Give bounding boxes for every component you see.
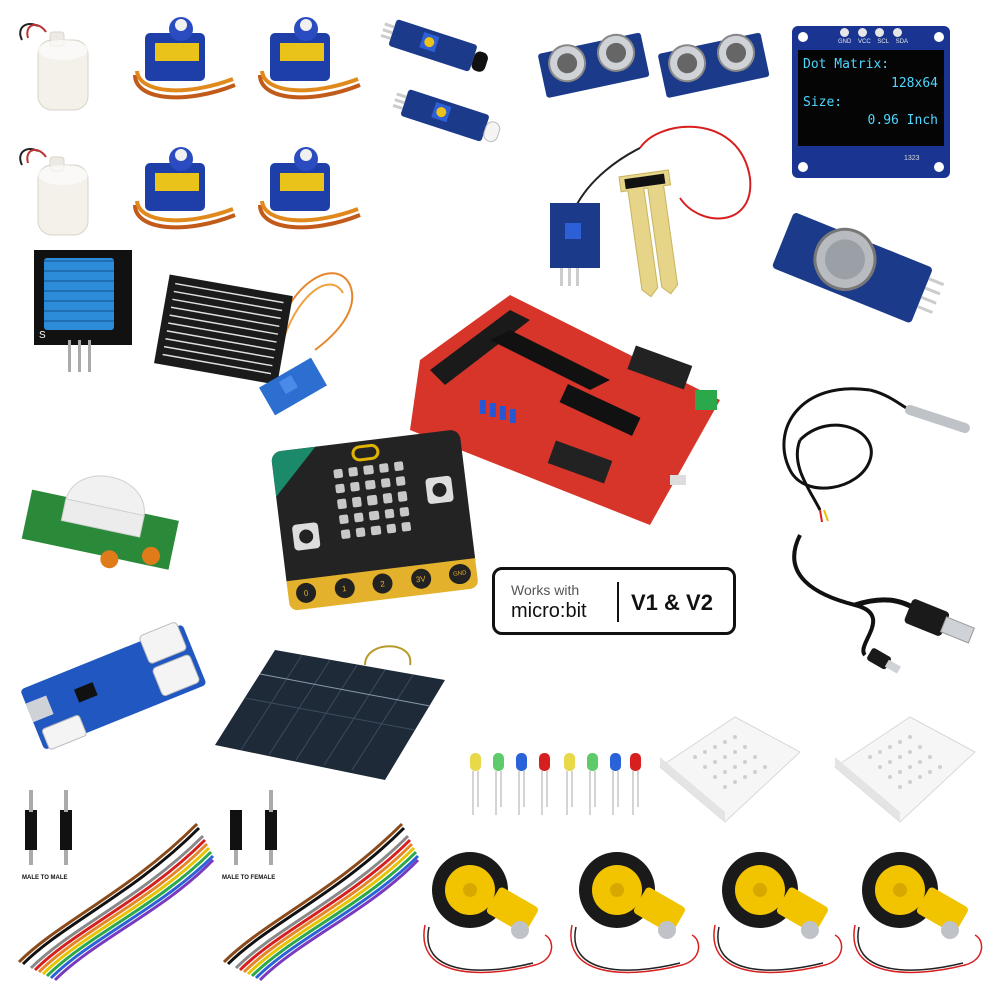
ultrasonic-sensor-2 xyxy=(658,32,770,98)
pin-gnd-label: GND xyxy=(447,562,473,586)
oled-pin-header xyxy=(857,28,867,37)
dht-pin-label: S xyxy=(39,330,46,341)
led xyxy=(385,523,397,534)
led xyxy=(384,508,395,519)
oled-line2-value: 0.96 Inch xyxy=(867,113,938,128)
pin-1-label: 1 xyxy=(333,577,356,600)
usb-cable xyxy=(792,534,975,674)
led xyxy=(395,476,406,487)
led xyxy=(363,464,374,476)
led xyxy=(382,493,393,504)
microbit-button-b xyxy=(425,475,454,505)
led xyxy=(399,506,410,517)
oled-line1-label: Dot Matrix: xyxy=(803,57,890,72)
badge-divider xyxy=(617,582,619,622)
oled-screen: Dot Matrix: 128x64 Size: 0.96 Inch xyxy=(798,50,944,146)
led xyxy=(380,478,391,489)
oled-pin-header xyxy=(892,28,902,37)
male-to-male-label: MALE TO MALE xyxy=(22,875,68,881)
oled-pin-label: GND xyxy=(838,39,852,45)
led xyxy=(355,527,366,538)
ir-sensor-2 xyxy=(392,89,501,143)
led xyxy=(353,511,365,523)
oled-pin-label: SCL xyxy=(877,39,889,45)
oled-pin-header xyxy=(875,28,885,37)
microbit-brand-text: micro:bit xyxy=(511,600,587,622)
works-with-text: Works with xyxy=(511,582,580,598)
works-with-microbit-badge: Works with micro:bit V1 & V2 xyxy=(492,567,736,635)
led xyxy=(336,498,348,509)
led xyxy=(367,495,378,506)
mini-breadboard-1 xyxy=(659,716,801,823)
led xyxy=(335,483,346,494)
oled-bottom-code: 1323 xyxy=(904,155,920,162)
pin-3v-label: 3V xyxy=(409,567,432,590)
oled-mount-hole xyxy=(798,162,808,172)
water-pump-1 xyxy=(19,22,89,111)
oled-mount-hole xyxy=(934,32,944,42)
led xyxy=(338,513,350,525)
mini-breadboard-2 xyxy=(834,716,976,823)
oled-line1-value: 128x64 xyxy=(891,76,938,91)
microbit-board: 0 1 2 3V GND xyxy=(270,429,480,616)
rain-sensor-module xyxy=(154,272,354,416)
dc-motor-wheel-3 xyxy=(713,852,843,974)
dc-motor-wheel-4 xyxy=(853,852,983,974)
versions-text: V1 & V2 xyxy=(631,590,713,615)
dc-motor-wheel-1 xyxy=(423,852,553,974)
servo-motor-4 xyxy=(258,147,361,230)
microbit-expansion-board xyxy=(410,295,720,525)
microbit-button-a xyxy=(291,522,321,551)
led-set xyxy=(470,753,641,815)
ir-sensor-1 xyxy=(380,19,488,72)
dht-sensor-module: S xyxy=(34,250,132,345)
ultrasonic-sensor-1 xyxy=(538,32,650,98)
jumper-wires-male-male xyxy=(17,790,215,982)
oled-line2-label: Size: xyxy=(803,95,843,110)
pin-2-label: 2 xyxy=(371,572,394,595)
led xyxy=(397,491,408,502)
solar-panel xyxy=(215,645,445,780)
jumper-wires-male-female xyxy=(222,790,420,982)
led xyxy=(340,528,351,540)
water-pump-2 xyxy=(19,147,89,236)
microbit-accent xyxy=(270,446,321,497)
male-to-female-label: MALE TO FEMALE xyxy=(222,875,276,881)
dht-sensor-pins xyxy=(68,340,91,372)
led xyxy=(348,466,359,477)
led xyxy=(352,496,363,508)
microbit-led-matrix xyxy=(333,461,412,540)
servo-motor-2 xyxy=(258,17,361,100)
led xyxy=(333,468,344,479)
pir-motion-sensor xyxy=(21,475,179,570)
pin-0-label: 0 xyxy=(294,581,318,605)
led xyxy=(370,525,382,536)
temperature-probe xyxy=(782,387,970,523)
led xyxy=(365,479,376,491)
oled-pin-header xyxy=(840,28,849,37)
servo-motor-1 xyxy=(133,17,236,100)
oled-display-module: GND VCC SCL SDA Dot Matrix: 128x64 Size:… xyxy=(792,26,950,178)
charging-module xyxy=(21,622,206,750)
dc-motor-wheel-2 xyxy=(570,852,700,974)
led xyxy=(401,521,412,532)
gas-sensor-module xyxy=(772,213,945,323)
soil-moisture-sensor xyxy=(550,125,752,298)
servo-motor-3 xyxy=(133,147,236,230)
oled-mount-hole xyxy=(798,32,808,42)
oled-pin-label: SDA xyxy=(895,39,908,45)
led xyxy=(350,481,361,493)
oled-mount-hole xyxy=(934,162,944,172)
led xyxy=(368,510,380,521)
led xyxy=(393,461,404,472)
oled-pin-label: VCC xyxy=(858,39,871,45)
dht-sensor-grille xyxy=(44,258,114,330)
led xyxy=(378,463,389,474)
